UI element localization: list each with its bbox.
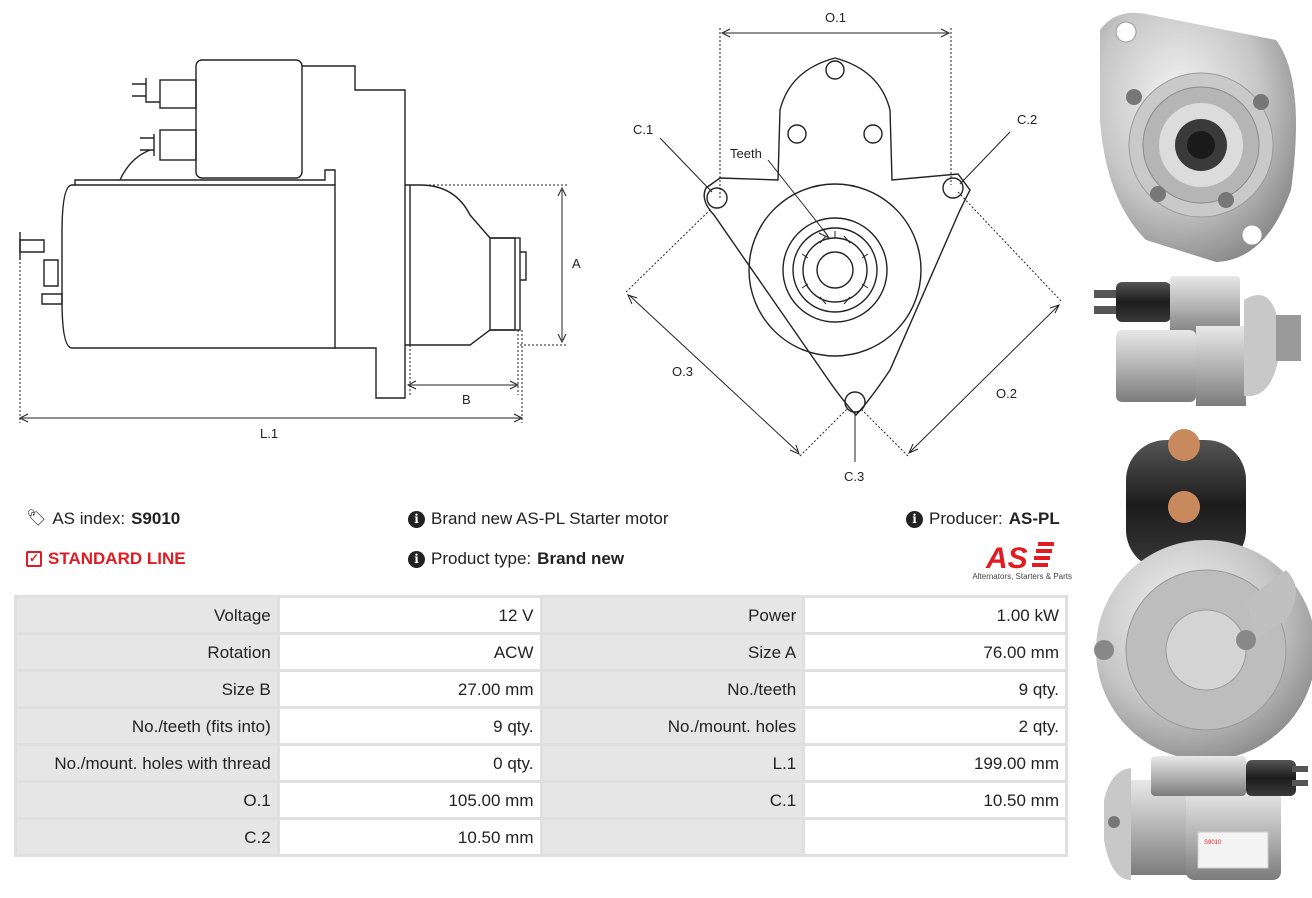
spec-value: 0 qty.: [279, 746, 540, 780]
producer-value: AS-PL: [1008, 509, 1060, 528]
motor-body: [61, 184, 336, 349]
checkbox-icon: ✓: [26, 551, 42, 567]
info-icon: i: [408, 510, 425, 528]
product-photos: S9010: [1086, 0, 1312, 898]
photo-front-view: [1100, 12, 1296, 262]
spec-label: Voltage: [17, 598, 277, 632]
table-row: Rotation ACW Size A 76.00 mm: [17, 635, 1065, 669]
spec-label: Size A: [542, 635, 803, 669]
product-line-row: ✓ STANDARD LINE: [26, 549, 186, 569]
product-description: Brand new AS-PL Starter motor: [431, 509, 669, 528]
spec-table: Voltage 12 V Power 1.00 kW Rotation ACW …: [14, 595, 1068, 857]
hole-c2: [942, 177, 964, 199]
producer-row: i Producer: AS-PL: [906, 509, 1060, 529]
brand-logo: AS: [985, 542, 1054, 575]
dim-label-o2: O.2: [996, 386, 1017, 401]
dim-label-c1: C.1: [633, 122, 653, 137]
spec-value: 199.00 mm: [805, 746, 1065, 780]
spec-label: C.2: [17, 820, 277, 854]
spec-label: C.1: [542, 783, 803, 817]
spec-value: 10.50 mm: [279, 820, 540, 854]
spec-label: No./mount. holes: [542, 709, 803, 743]
table-row: O.1 105.00 mm C.1 10.50 mm: [17, 783, 1065, 817]
dim-label-l1: L.1: [260, 426, 278, 441]
tags-icon: 🏷: [26, 510, 47, 527]
spec-value: 76.00 mm: [805, 635, 1065, 669]
table-row: No./mount. holes with thread 0 qty. L.1 …: [17, 746, 1065, 780]
hole-c1: [706, 187, 728, 209]
mount-flange: [703, 57, 971, 417]
spec-value: [805, 820, 1065, 854]
product-type-row: i Product type: Brand new: [408, 549, 624, 569]
hole-c3: [844, 391, 866, 413]
description-row: i Brand new AS-PL Starter motor: [408, 509, 668, 529]
as-index-value: S9010: [131, 509, 181, 528]
photo-side-view: [1094, 276, 1301, 406]
spec-value: 27.00 mm: [279, 672, 540, 706]
as-index-row: 🏷 AS index: S9010: [26, 509, 180, 529]
table-row: No./teeth (fits into) 9 qty. No./mount. …: [17, 709, 1065, 743]
photo-label-text: S9010: [1204, 840, 1222, 846]
table-row: C.2 10.50 mm: [17, 820, 1065, 854]
dim-label-b: B: [462, 392, 471, 407]
solenoid: [195, 59, 303, 179]
housing-circle: [748, 183, 922, 357]
dim-label-c2: C.2: [1017, 112, 1037, 127]
spec-label: No./teeth: [542, 672, 803, 706]
product-line-label: STANDARD LINE: [48, 549, 186, 568]
photo-side-view-2: S9010: [1104, 756, 1308, 880]
spec-value: 9 qty.: [279, 709, 540, 743]
spec-label: Power: [542, 598, 803, 632]
as-index-label: AS index:: [52, 509, 126, 528]
spec-label: Size B: [17, 672, 277, 706]
spec-label: No./teeth (fits into): [17, 709, 277, 743]
brand-tagline: Alternators, Starters & Parts: [972, 572, 1072, 581]
spec-value: 1.00 kW: [805, 598, 1065, 632]
spec-label: O.1: [17, 783, 277, 817]
brand-logo-text: AS: [985, 542, 1028, 575]
spec-value: 2 qty.: [805, 709, 1065, 743]
dim-label-o3: O.3: [672, 364, 693, 379]
spec-value: 12 V: [279, 598, 540, 632]
spec-label: Rotation: [17, 635, 277, 669]
producer-label: Producer:: [929, 509, 1003, 528]
spec-label: L.1: [542, 746, 803, 780]
spec-label: No./mount. holes with thread: [17, 746, 277, 780]
info-icon: i: [906, 510, 923, 528]
info-icon: i: [408, 550, 425, 568]
table-row: Size B 27.00 mm No./teeth 9 qty.: [17, 672, 1065, 706]
dim-label-c3: C.3: [844, 469, 864, 484]
product-type-value: Brand new: [537, 549, 625, 568]
spec-value: ACW: [279, 635, 540, 669]
product-type-label: Product type:: [431, 549, 532, 568]
table-row: Voltage 12 V Power 1.00 kW: [17, 598, 1065, 632]
dim-label-o1: O.1: [825, 10, 846, 25]
spec-value: 105.00 mm: [279, 783, 540, 817]
dim-label-a: A: [572, 256, 581, 271]
photo-rear-view: [1094, 429, 1312, 760]
spec-value: 9 qty.: [805, 672, 1065, 706]
technical-drawing: A B L.1 O.1 O.3: [18, 10, 1063, 484]
teeth-label: Teeth: [730, 146, 762, 161]
spec-value: 10.50 mm: [805, 783, 1065, 817]
spec-label: [542, 820, 803, 854]
